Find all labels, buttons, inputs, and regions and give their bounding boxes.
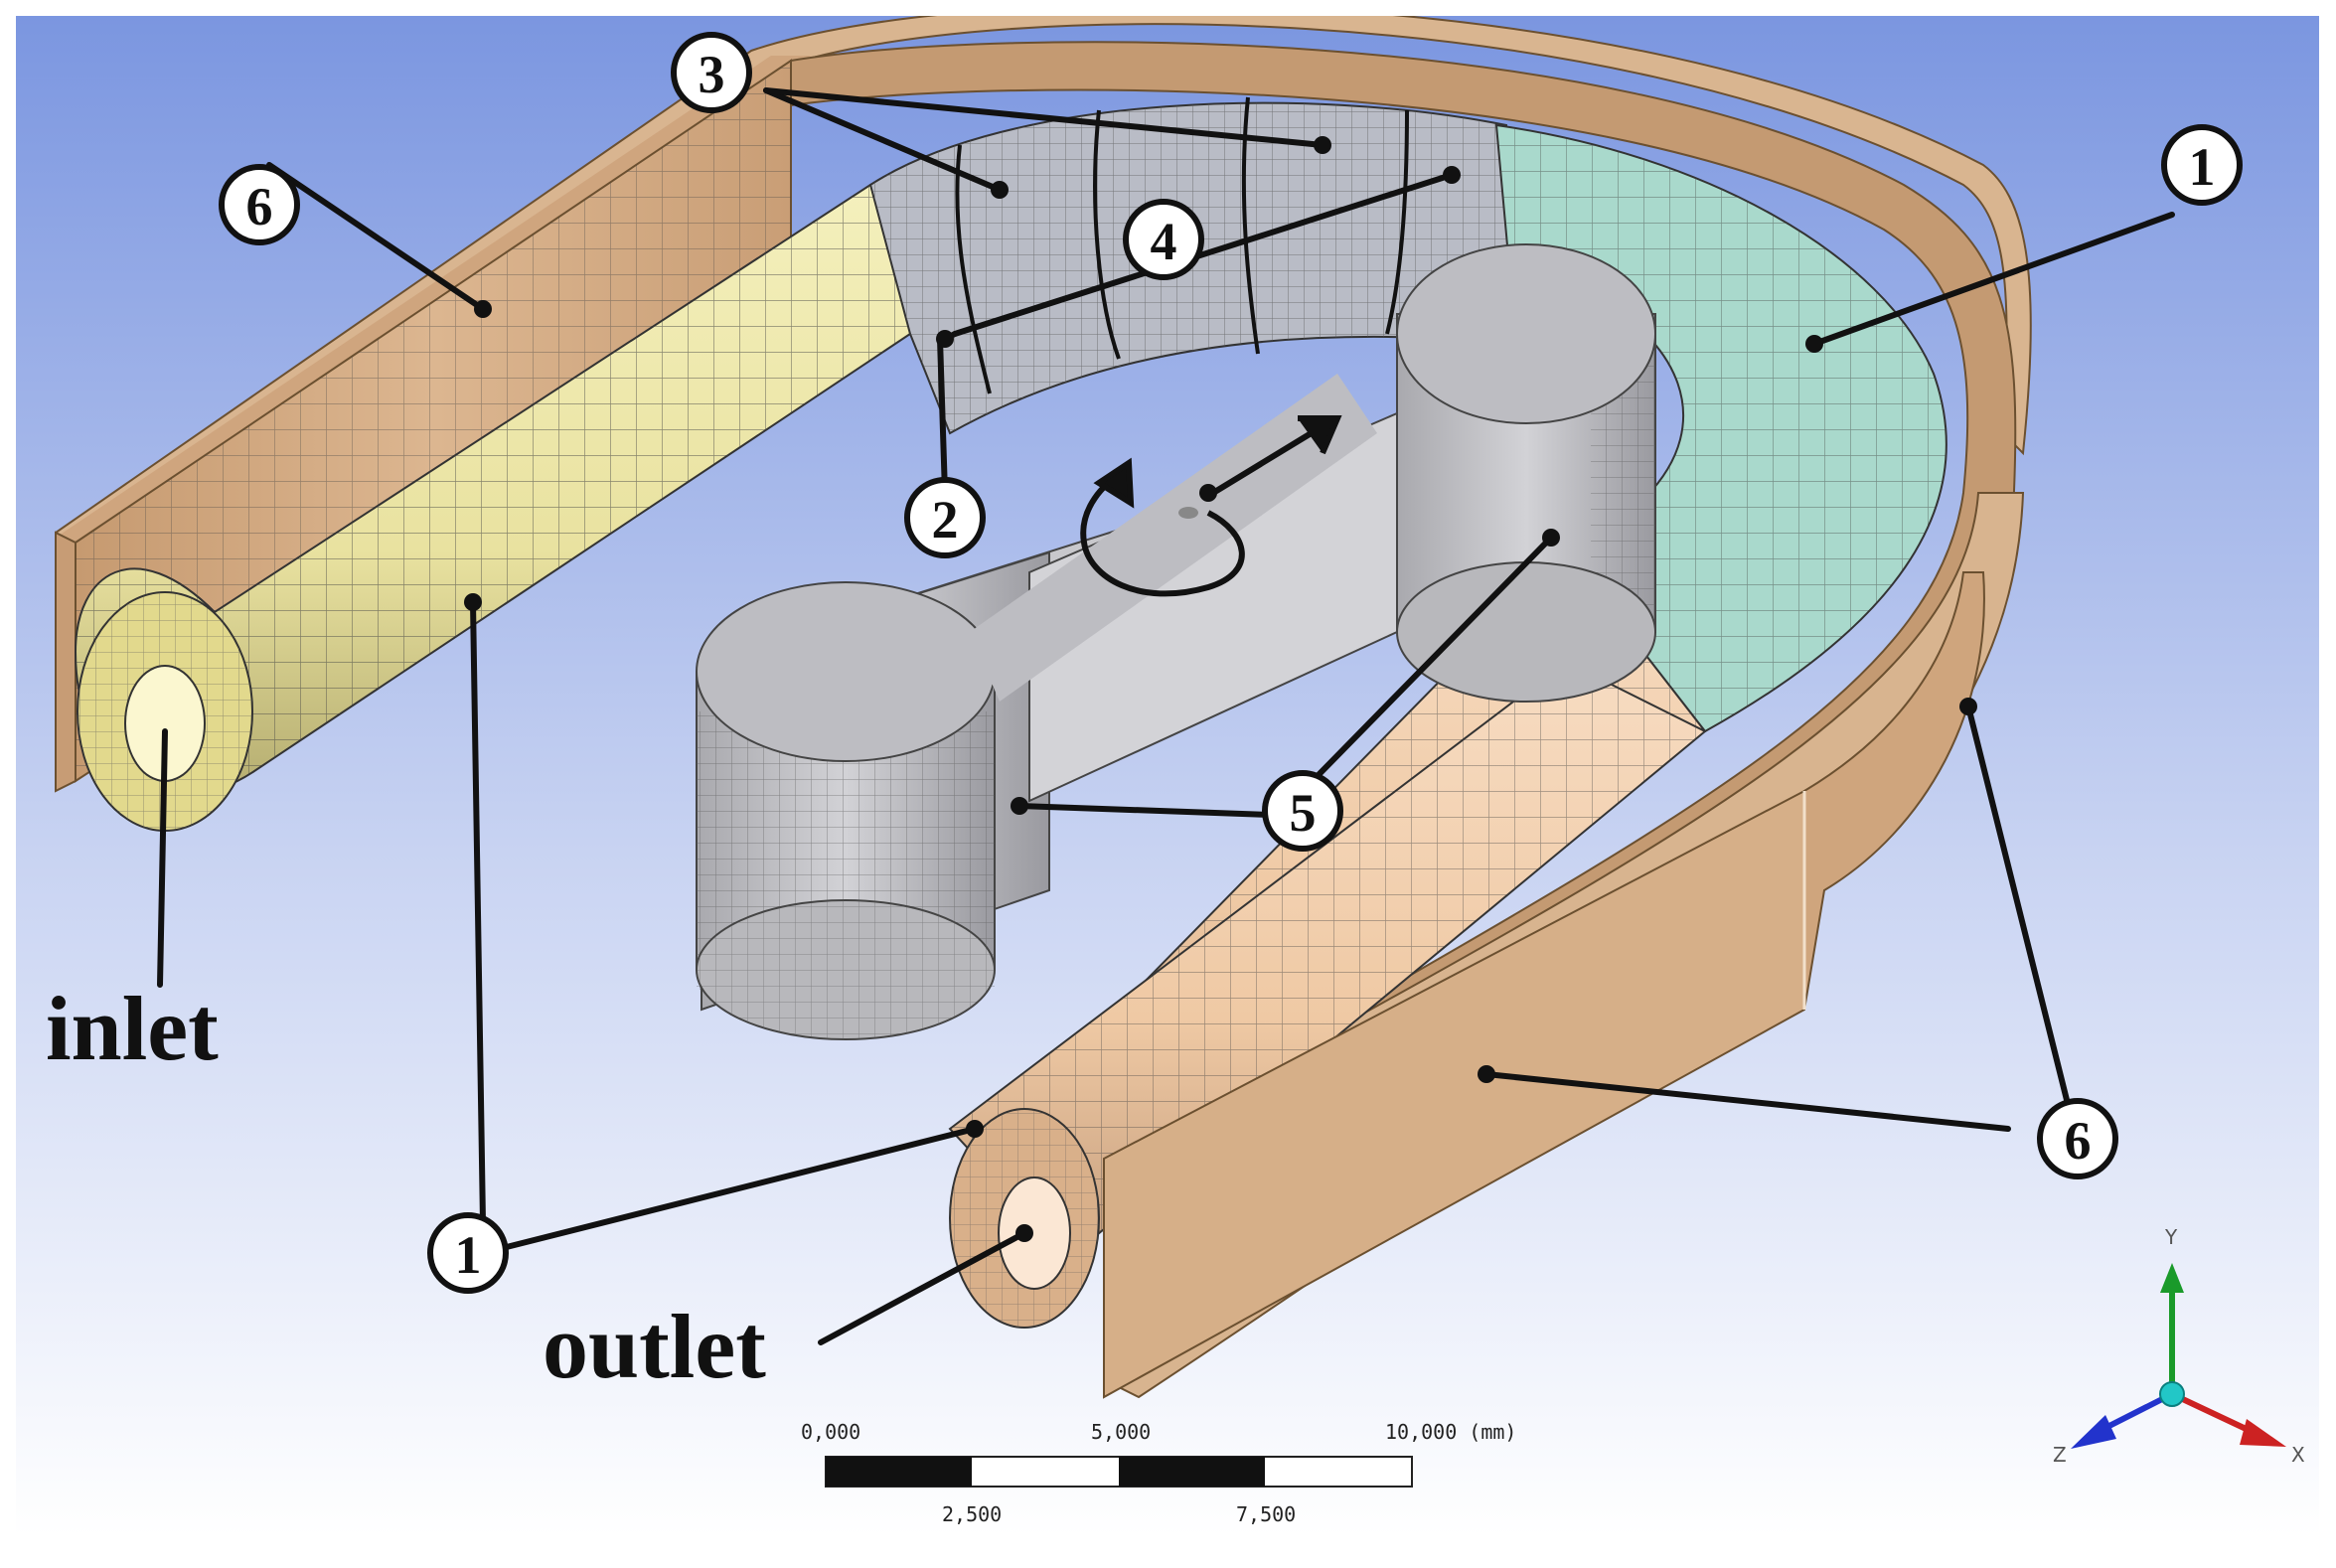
- rotor: [696, 243, 1656, 1040]
- callout-3: 3: [671, 32, 752, 113]
- svg-text:2: 2: [932, 490, 959, 549]
- svg-text:1: 1: [455, 1225, 482, 1285]
- graphics-viewport[interactable]: 6 3 4 2 1 5 6 1 inlet outlet 0,000 5,000…: [16, 16, 2319, 1536]
- callout-1-bottom: 1: [427, 1212, 509, 1294]
- svg-text:1: 1: [2189, 137, 2216, 197]
- callout-6-right: 6: [2037, 1098, 2118, 1179]
- rotation-arrow-icon: [1080, 415, 1342, 597]
- svg-text:6: 6: [246, 177, 273, 236]
- scale-bar: 0,000 5,000 10,000 (mm) 2,500 7,500: [801, 1420, 1516, 1526]
- callout-6-left: 6: [219, 164, 300, 245]
- callout-4: 4: [1123, 199, 1204, 280]
- scale-tick-10000: 10,000 (mm): [1385, 1420, 1516, 1444]
- svg-text:5: 5: [1290, 783, 1317, 843]
- axis-triad[interactable]: Y X Z: [2053, 1225, 2305, 1467]
- inlet-pipe: [74, 181, 928, 832]
- bend-pipe: [868, 96, 1518, 435]
- scale-tick-2500: 2,500: [942, 1502, 1002, 1526]
- outlet-label: outlet: [543, 1296, 766, 1397]
- scale-tick-5000: 5,000: [1091, 1420, 1151, 1444]
- inlet-label: inlet: [46, 978, 219, 1079]
- leader-lines: [157, 87, 2175, 1345]
- scale-tick-7500: 7,500: [1236, 1502, 1296, 1526]
- scale-tick-0: 0,000: [801, 1420, 860, 1444]
- callout-1-right: 1: [2161, 124, 2243, 206]
- axis-x-label: X: [2291, 1443, 2305, 1467]
- leader-dots: [464, 136, 1977, 1242]
- svg-text:6: 6: [2065, 1111, 2092, 1171]
- wall-front: [1103, 571, 1985, 1399]
- svg-text:4: 4: [1151, 212, 1177, 271]
- svg-text:3: 3: [699, 45, 725, 104]
- callout-2: 2: [904, 477, 986, 558]
- model-scene: 6 3 4 2 1 5 6 1 inlet outlet 0,000 5,000…: [16, 16, 2319, 1536]
- callout-5: 5: [1262, 770, 1343, 852]
- axis-y-label: Y: [2164, 1225, 2178, 1249]
- axis-z-label: Z: [2053, 1443, 2067, 1467]
